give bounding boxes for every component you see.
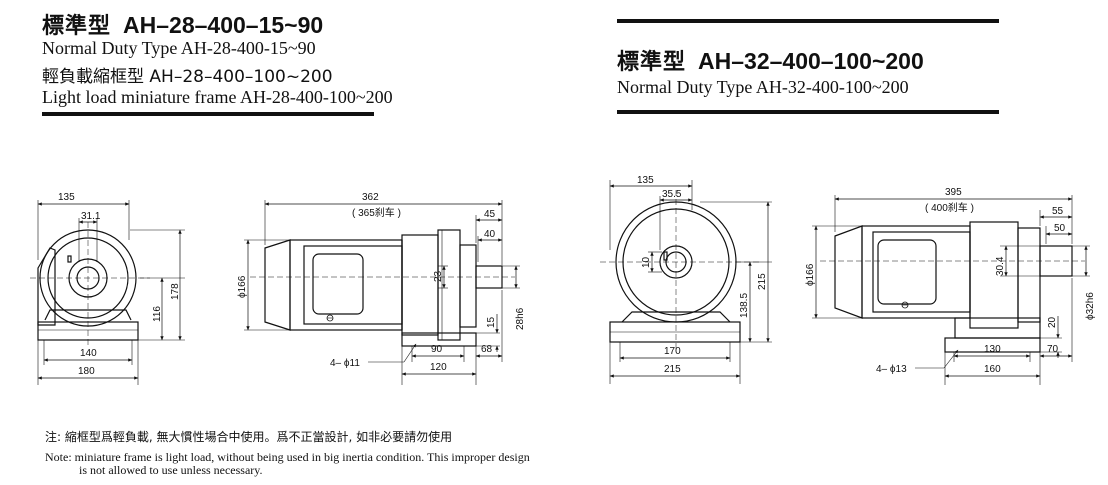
note-en-line2: is not allowed to use unless necessary. bbox=[79, 463, 263, 477]
left-side-view bbox=[244, 200, 520, 385]
left-front-dim-135: 135 bbox=[58, 192, 75, 203]
left-front-dim-178: 178 bbox=[170, 283, 181, 300]
right-side-dim-70: 70 bbox=[1047, 344, 1059, 355]
left-side-dim-45: 45 bbox=[484, 209, 496, 220]
left-side-dim-362: 362 bbox=[362, 192, 379, 203]
left-title-model: AH–28–400–15~90 bbox=[123, 12, 324, 38]
right-front-dim-215: 215 bbox=[664, 364, 681, 375]
right-side-dim-55: 55 bbox=[1052, 206, 1064, 217]
left-line3: Light load miniature frame AH-28-400-100… bbox=[42, 87, 393, 107]
right-side-dim-160: 160 bbox=[984, 364, 1001, 375]
left-side-dim-90: 90 bbox=[431, 344, 443, 355]
left-side-dim-28h6: 28h6 bbox=[515, 307, 526, 330]
right-side-dim-30-4: 30.4 bbox=[995, 256, 1006, 276]
left-side-dim-15: 15 bbox=[486, 316, 497, 328]
left-title: 標準型 AH–28–400–15~90 bbox=[42, 8, 323, 40]
right-front-dim-135: 135 bbox=[637, 175, 654, 186]
left-front-dim-140: 140 bbox=[80, 348, 97, 359]
right-underline bbox=[617, 110, 999, 114]
right-side-dim-166: ϕ166 bbox=[805, 263, 816, 286]
right-title: 標準型 AH–32–400–100~200 bbox=[617, 44, 924, 76]
right-overline bbox=[617, 19, 999, 23]
right-front-dim-10: 10 bbox=[641, 256, 652, 268]
left-underline bbox=[42, 112, 374, 116]
note-en-line1: Note: miniature frame is light load, wit… bbox=[45, 450, 530, 464]
right-side-dim-400: ( 400刹车 ) bbox=[925, 201, 974, 214]
note-cn: 注: 縮框型爲輕負載, 無大慣性場合中使用。爲不正當設計, 如非必要請勿使用 bbox=[45, 430, 453, 444]
left-line1: Normal Duty Type AH-28-400-15~90 bbox=[42, 38, 316, 58]
left-front-dim-116: 116 bbox=[152, 306, 163, 322]
right-front-dim-215v: 215 bbox=[757, 273, 768, 290]
right-side-dim-4-13: 4– ϕ13 bbox=[876, 364, 907, 375]
left-side-dim-23: 23 bbox=[433, 270, 444, 282]
left-title-cn: 標準型 bbox=[42, 14, 112, 39]
right-line1: Normal Duty Type AH-32-400-100~200 bbox=[617, 77, 909, 97]
left-side-dim-68: 68 bbox=[481, 344, 493, 355]
right-title-model: AH–32–400–100~200 bbox=[698, 48, 924, 74]
right-front-view bbox=[600, 180, 772, 384]
left-side-dim-166: ϕ166 bbox=[237, 275, 248, 298]
left-side-dim-120: 120 bbox=[430, 362, 447, 373]
left-front-view bbox=[30, 200, 185, 385]
left-front-dim-180: 180 bbox=[78, 366, 95, 377]
left-side-dim-40: 40 bbox=[484, 229, 496, 240]
right-side-view bbox=[812, 195, 1090, 385]
left-side-dim-365: ( 365刹车 ) bbox=[352, 206, 401, 219]
right-side-dim-32h6: ϕ32h6 bbox=[1085, 292, 1096, 320]
right-front-dim-138-5: 138.5 bbox=[739, 293, 750, 318]
left-line2: 輕負載縮框型 AH–28–400–100~200 bbox=[42, 67, 333, 87]
left-side-dim-4-11: 4– ϕ11 bbox=[330, 358, 360, 369]
right-side-dim-50: 50 bbox=[1054, 223, 1066, 234]
right-side-dim-395: 395 bbox=[945, 187, 962, 198]
right-side-dim-130: 130 bbox=[984, 344, 1001, 355]
right-front-dim-35-5: 35.5 bbox=[662, 189, 682, 200]
right-front-dim-170: 170 bbox=[664, 346, 681, 357]
left-front-dim-31-1: 31.1 bbox=[81, 211, 101, 222]
right-side-dim-20: 20 bbox=[1047, 316, 1058, 328]
right-title-cn: 標準型 bbox=[617, 50, 687, 75]
